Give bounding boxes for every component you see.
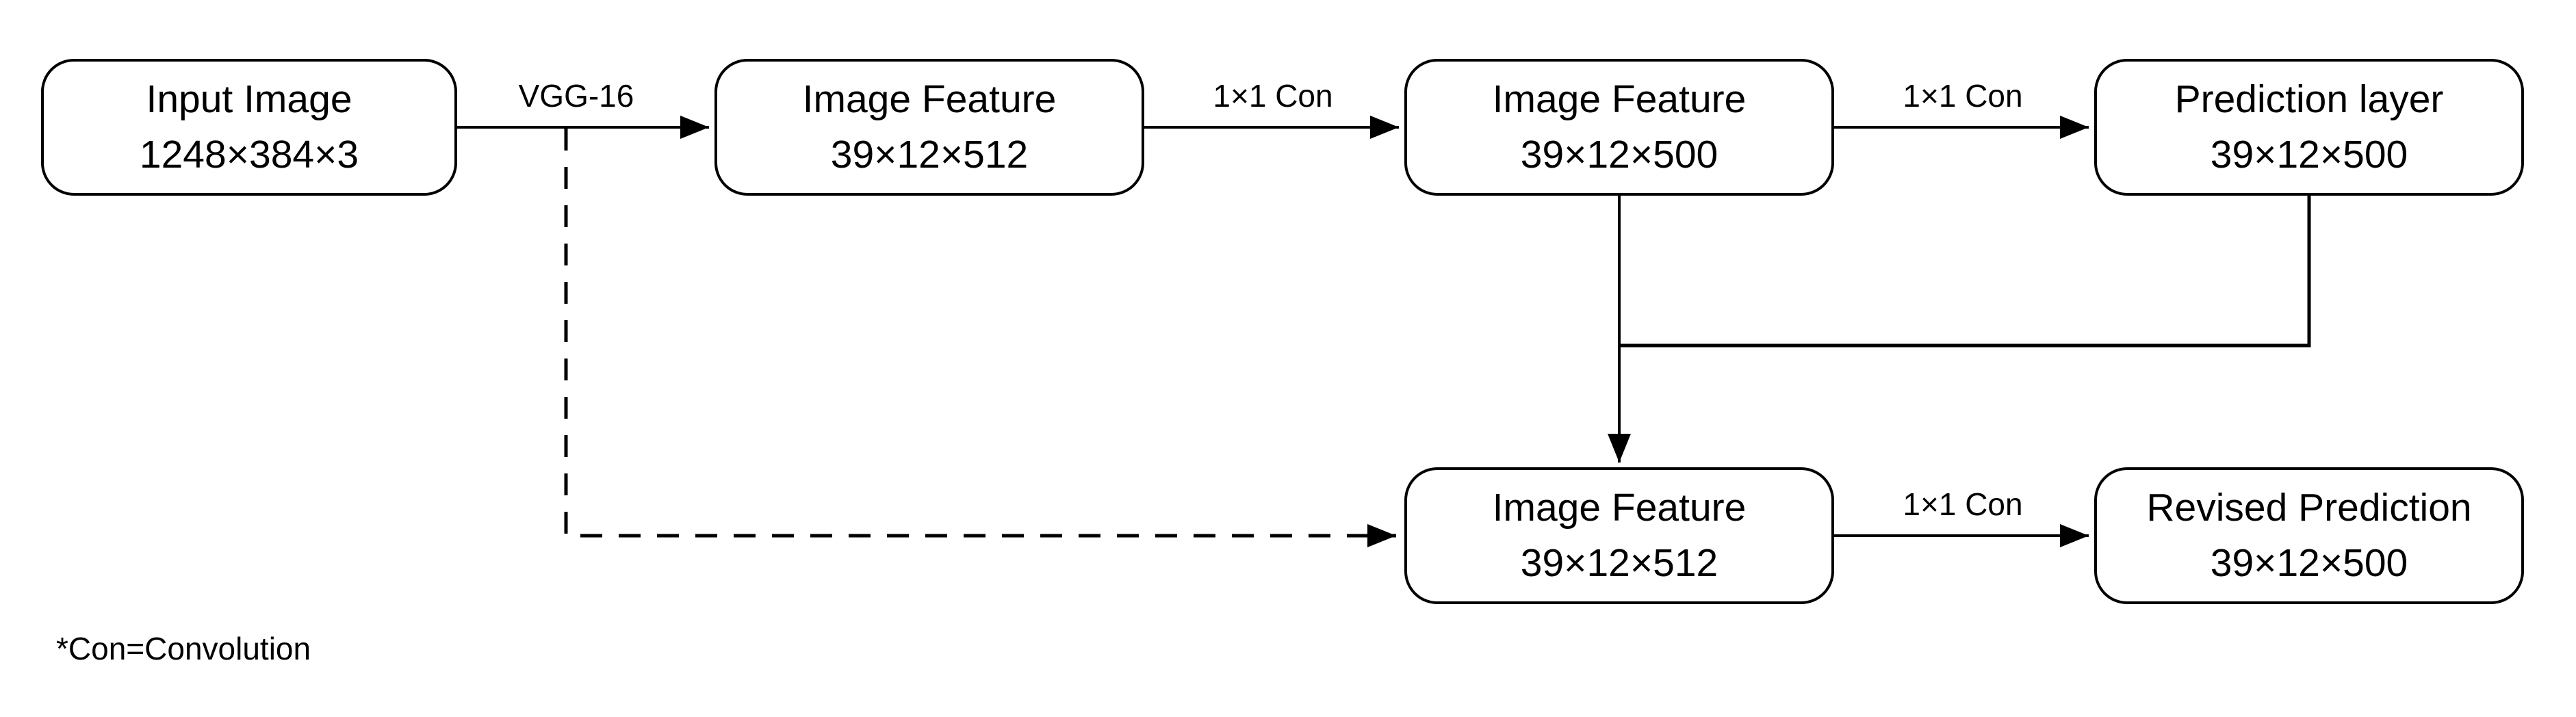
node-title: Input Image (146, 77, 352, 122)
node-title: Prediction layer (2174, 77, 2444, 122)
node-dims: 1248×384×3 (139, 133, 359, 177)
node-title: Image Feature (802, 77, 1057, 122)
node-prediction-layer: Prediction layer 39×12×500 (2094, 59, 2524, 196)
edge-label-con2: 1×1 Con (1903, 78, 2023, 114)
edge-skip-dashed (564, 129, 1396, 547)
node-image-feature-512: Image Feature 39×12×512 (714, 59, 1144, 196)
node-dims: 39×12×500 (1520, 133, 1718, 177)
node-title: Image Feature (1492, 486, 1747, 530)
node-revised-prediction: Revised Prediction 39×12×500 (2094, 467, 2524, 604)
node-dims: 39×12×500 (2210, 541, 2408, 585)
edge-label-con1: 1×1 Con (1213, 78, 1333, 114)
node-title: Revised Prediction (2146, 486, 2472, 530)
edge-label-con3: 1×1 Con (1903, 486, 2023, 522)
node-image-feature-500: Image Feature 39×12×500 (1404, 59, 1834, 196)
node-title: Image Feature (1492, 77, 1747, 122)
node-input-image: Input Image 1248×384×3 (41, 59, 457, 196)
node-dims: 39×12×512 (1520, 541, 1718, 585)
edge-label-vgg16: VGG-16 (518, 78, 634, 114)
edge-prediction-to-junction (1619, 196, 2311, 348)
node-image-feature-512b: Image Feature 39×12×512 (1404, 467, 1834, 604)
footnote-con-convolution: *Con=Convolution (56, 631, 311, 666)
node-dims: 39×12×512 (830, 133, 1029, 177)
node-dims: 39×12×500 (2210, 133, 2408, 177)
